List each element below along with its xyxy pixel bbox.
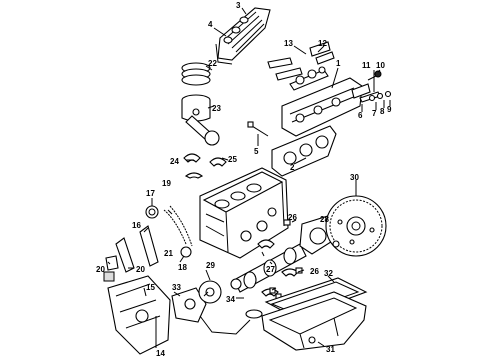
callout-26-upper: 26	[288, 213, 297, 222]
callout-15: 15	[146, 283, 155, 292]
callout-2: 2	[290, 163, 295, 172]
callout-33: 33	[172, 283, 181, 292]
oil-pan	[261, 291, 367, 351]
callout-9: 9	[387, 105, 392, 114]
callout-4: 4	[208, 20, 213, 29]
oil-pump	[171, 287, 207, 323]
callout-12: 12	[318, 39, 327, 48]
callout-23: 23	[212, 104, 221, 113]
timing-cover-bolt	[103, 271, 115, 282]
callout-18: 18	[178, 263, 187, 272]
callout-25: 25	[228, 155, 237, 164]
callout-30: 30	[350, 173, 359, 182]
callout-20-left: 20	[96, 265, 105, 274]
callout-14: 14	[156, 349, 165, 358]
callout-22: 22	[208, 59, 217, 68]
head-gasket	[271, 125, 337, 177]
callout-labels: 3 4 13 12 1 11 10 6 7 8 9 5 2 22 23 24 2…	[96, 1, 392, 358]
callout-28: 28	[320, 215, 329, 224]
callout-1: 1	[336, 59, 341, 68]
head-bolt	[251, 125, 269, 137]
callout-10: 10	[376, 61, 385, 70]
callout-11: 11	[362, 61, 371, 70]
callout-29: 29	[206, 261, 215, 270]
head-bolt-head	[247, 121, 254, 128]
callout-26-lower: 26	[310, 267, 319, 276]
callout-3: 3	[236, 1, 241, 10]
callout-34: 34	[226, 295, 235, 304]
callout-19: 19	[162, 179, 171, 188]
callout-5: 5	[254, 147, 259, 156]
connecting-rod	[185, 115, 220, 146]
piston	[181, 94, 211, 122]
chain-guide-tensioner	[105, 225, 159, 273]
piston-rings	[181, 62, 211, 86]
engine-block	[199, 167, 289, 259]
callout-27: 27	[266, 265, 275, 274]
callout-31: 31	[326, 345, 335, 354]
callout-6: 6	[358, 111, 363, 120]
callout-32: 32	[324, 269, 333, 278]
callout-7: 7	[372, 109, 377, 118]
callout-13: 13	[284, 39, 293, 48]
callout-21: 21	[164, 249, 173, 258]
callout-24: 24	[170, 157, 179, 166]
crankshaft	[230, 243, 307, 293]
leader-lines	[107, 7, 391, 348]
callout-20-right: 20	[136, 265, 145, 274]
timing-cover	[107, 275, 171, 355]
callout-17: 17	[146, 189, 155, 198]
cylinder-head	[281, 77, 371, 137]
harmonic-balancer	[198, 280, 222, 304]
timing-chain-set	[145, 205, 193, 258]
main-bearings	[257, 239, 299, 297]
valve-train-parts	[359, 70, 392, 103]
flywheel-spacer	[332, 240, 340, 248]
callout-16: 16	[132, 221, 141, 230]
callout-8: 8	[380, 107, 385, 116]
oil-pickup-tube	[199, 309, 263, 335]
camshaft-rocker-assembly	[267, 41, 335, 91]
flywheel	[325, 195, 387, 257]
valve-cover	[215, 7, 271, 65]
rod-bearings	[183, 153, 227, 179]
